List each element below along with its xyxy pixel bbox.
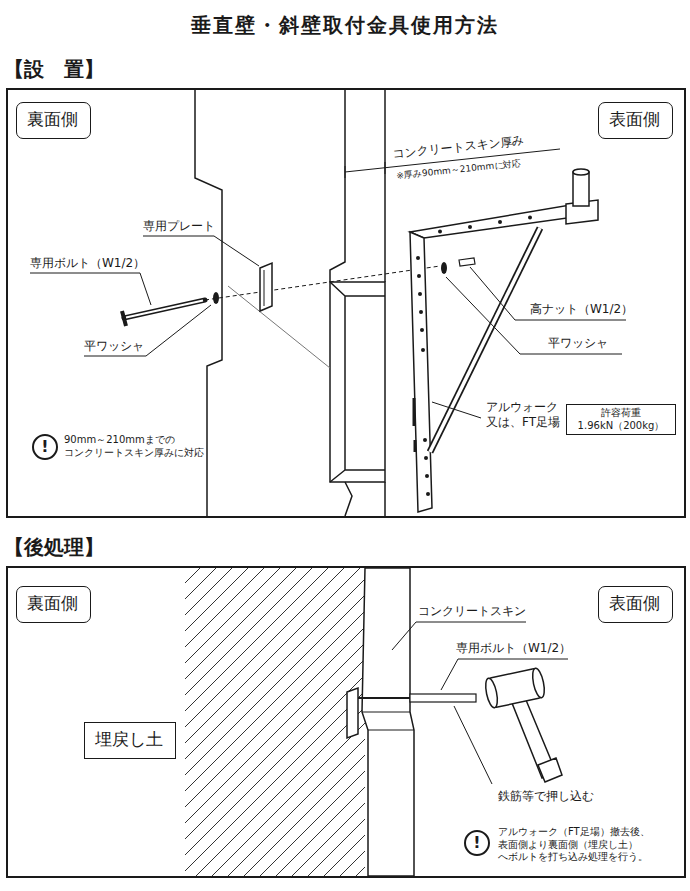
section-heading: 【設 置】 [4,56,104,83]
backfill-box: 埋戻し土 [84,722,176,759]
page-title: 垂直壁・斜壁取付金具使用方法 [0,12,690,39]
washer [441,262,447,274]
part-name: 専用プレート [143,219,215,234]
hole [498,220,502,224]
hammer [484,667,562,782]
bolt [410,694,476,702]
backfill-label: 埋戻し土 [95,729,163,749]
concrete-skin [362,568,414,876]
bracket-holes [416,216,532,497]
backfill-hatch [185,568,365,876]
hole [418,292,422,296]
hammer-face [530,667,546,698]
hole [420,328,424,332]
leader-line [432,402,481,418]
hole [423,438,427,442]
plate [347,688,358,738]
bolt-head [122,311,126,326]
dimension-note: ※厚み90mm～210mmに対応 [396,158,522,182]
hole [438,230,442,234]
bracket-slot [414,398,415,452]
hole [421,348,425,352]
wall-edge [330,90,345,282]
bolt [358,697,410,699]
pole [573,172,589,206]
warning-mark: ! [466,832,488,853]
hole [417,274,421,278]
part-name: アルウォーク 又は、FT足場 [486,400,566,430]
wall-edge [228,286,330,368]
hammer-head [484,667,547,708]
leader-line [143,236,259,266]
bolt [126,301,203,318]
plate [260,263,272,311]
side-tag: 表面側 [598,102,673,139]
warning-mark: ! [34,436,56,457]
wall-joint [362,712,414,730]
warning-circle: ! [32,434,58,460]
hole [468,225,472,229]
note-text: 90mm～210mmまでの コンクリートスキン厚みに対応 [64,434,219,459]
dimension-label: コンクリートスキン厚み [392,133,525,162]
side-tag: 裏面側 [16,586,91,623]
wall-opening [330,282,385,482]
bolt-axis [205,266,440,300]
hole [424,456,428,460]
part-name: 平ワッシャ [84,339,144,354]
hammer-grip [538,758,562,782]
leader-line [84,305,211,356]
plate [264,270,265,306]
hole [416,256,420,260]
nut [459,258,475,266]
dimension-tick [345,162,385,178]
pole [573,169,589,175]
part-name: 高ナット（W1/2） [530,302,633,317]
bracket-arm [410,232,432,512]
note-text: アルウォーク（FT足場）撤去後、 表面側より裏面側（埋戻し土） へボルトを打ち込… [498,826,666,864]
load-box: 許容荷重 1.96kN（200kg） [566,404,676,435]
wall-edge [384,90,386,282]
bolt [124,300,205,318]
leader-line [30,273,151,305]
hole [425,474,429,478]
hole [426,492,430,496]
leader-lines [30,149,626,418]
leader-line [441,659,568,690]
part-name: 専用ボルト（W1/2） [30,256,145,271]
side-label: 裏面側 [27,109,78,129]
warning-circle: ! [464,830,490,856]
side-label: 裏面側 [27,593,78,613]
action-label: 鉄筋等で押し込む [498,789,594,804]
part-name: コンクリートスキン [418,604,526,619]
section-heading: 【後処理】 [4,534,104,561]
hole [528,216,532,220]
part-name: 平ワッシャ [548,336,608,351]
leader-line [454,706,492,784]
side-label: 表面側 [609,109,660,129]
hammer-face [484,677,500,708]
wall-opening [330,282,385,482]
hole [419,310,423,314]
load-rating: 許容荷重 1.96kN（200kg） [571,407,671,432]
part-name: 専用ボルト（W1/2） [456,641,571,656]
side-tag: 裏面側 [16,102,91,139]
side-tag: 表面側 [598,586,673,623]
wall-edge [345,482,385,516]
washer [213,292,219,304]
concrete-skin [195,90,385,516]
side-label: 表面側 [609,593,660,613]
